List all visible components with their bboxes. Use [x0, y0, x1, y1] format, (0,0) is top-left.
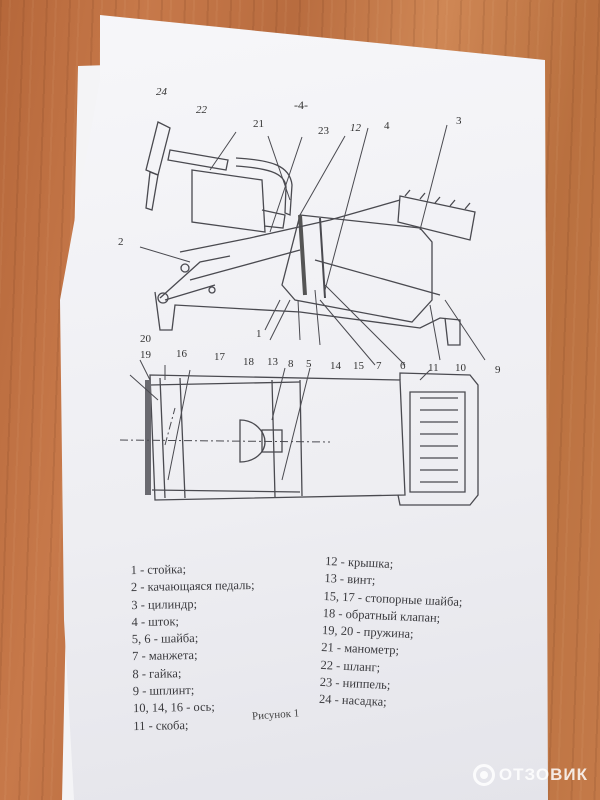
- watermark-logo: ОТЗОВИК: [472, 764, 588, 786]
- callout-label: 5: [306, 358, 312, 370]
- legend-item: 4 - шток;: [131, 614, 180, 629]
- callout-label: 11: [428, 362, 439, 374]
- callout-label: 18: [243, 356, 254, 368]
- otzovik-logo-icon: [472, 764, 495, 786]
- callout-label: 7: [376, 360, 382, 372]
- cylinder-part: [281, 214, 433, 323]
- legend-item: 9 - шплинт;: [132, 683, 195, 699]
- callout-label: 1: [256, 328, 262, 340]
- plan-view: [119, 359, 479, 506]
- legend-right-column: 12 - крышка; 13 - винт; 15, 17 - стопорн…: [319, 553, 465, 715]
- legend-item: 7 - манжета;: [132, 648, 198, 664]
- callout-label: 13: [267, 356, 278, 368]
- callout-label: 12: [350, 122, 361, 134]
- callout-label: 10: [455, 362, 466, 374]
- callout-label: 9: [495, 364, 501, 376]
- legend-item: 2 - качающаяся педаль;: [130, 578, 255, 595]
- nozzle-part: [145, 121, 171, 211]
- callout-label: 19: [140, 349, 151, 361]
- callout-label: 20: [140, 333, 151, 345]
- callout-label: 14: [330, 360, 341, 372]
- legend-left-column: 1 - стойка; 2 - качающаяся педаль; 3 - ц…: [131, 560, 258, 735]
- callout-label: 6: [400, 360, 406, 372]
- legend-item: 3 - цилиндр;: [131, 596, 198, 612]
- gauge-part: [191, 169, 266, 233]
- frame-part: [154, 291, 461, 346]
- callout-label: 22: [196, 104, 207, 116]
- callout-label: 15: [353, 360, 364, 372]
- callout-label: 2: [118, 236, 124, 248]
- page-number: -4-: [294, 98, 308, 112]
- hose-part: [167, 149, 293, 216]
- callout-label: 17: [214, 351, 225, 363]
- pedal-part: [397, 195, 476, 241]
- callout-label: 8: [288, 358, 294, 370]
- callout-label: 21: [253, 118, 264, 130]
- legend-item: 5, 6 - шайба;: [131, 631, 199, 647]
- watermark-label: ОТЗОВИК: [498, 765, 588, 784]
- callout-label: 3: [456, 115, 462, 127]
- legend-item: 8 - гайка;: [132, 666, 182, 681]
- legend-item: 1 - стойка;: [130, 562, 187, 578]
- callout-label: 16: [176, 348, 187, 360]
- callout-label: 4: [384, 120, 390, 132]
- legend-item: 11 - скоба;: [133, 717, 189, 733]
- legend-item: 10, 14, 16 - ось;: [132, 700, 215, 716]
- callout-label: 24: [156, 86, 167, 98]
- callout-label: 23: [318, 125, 329, 137]
